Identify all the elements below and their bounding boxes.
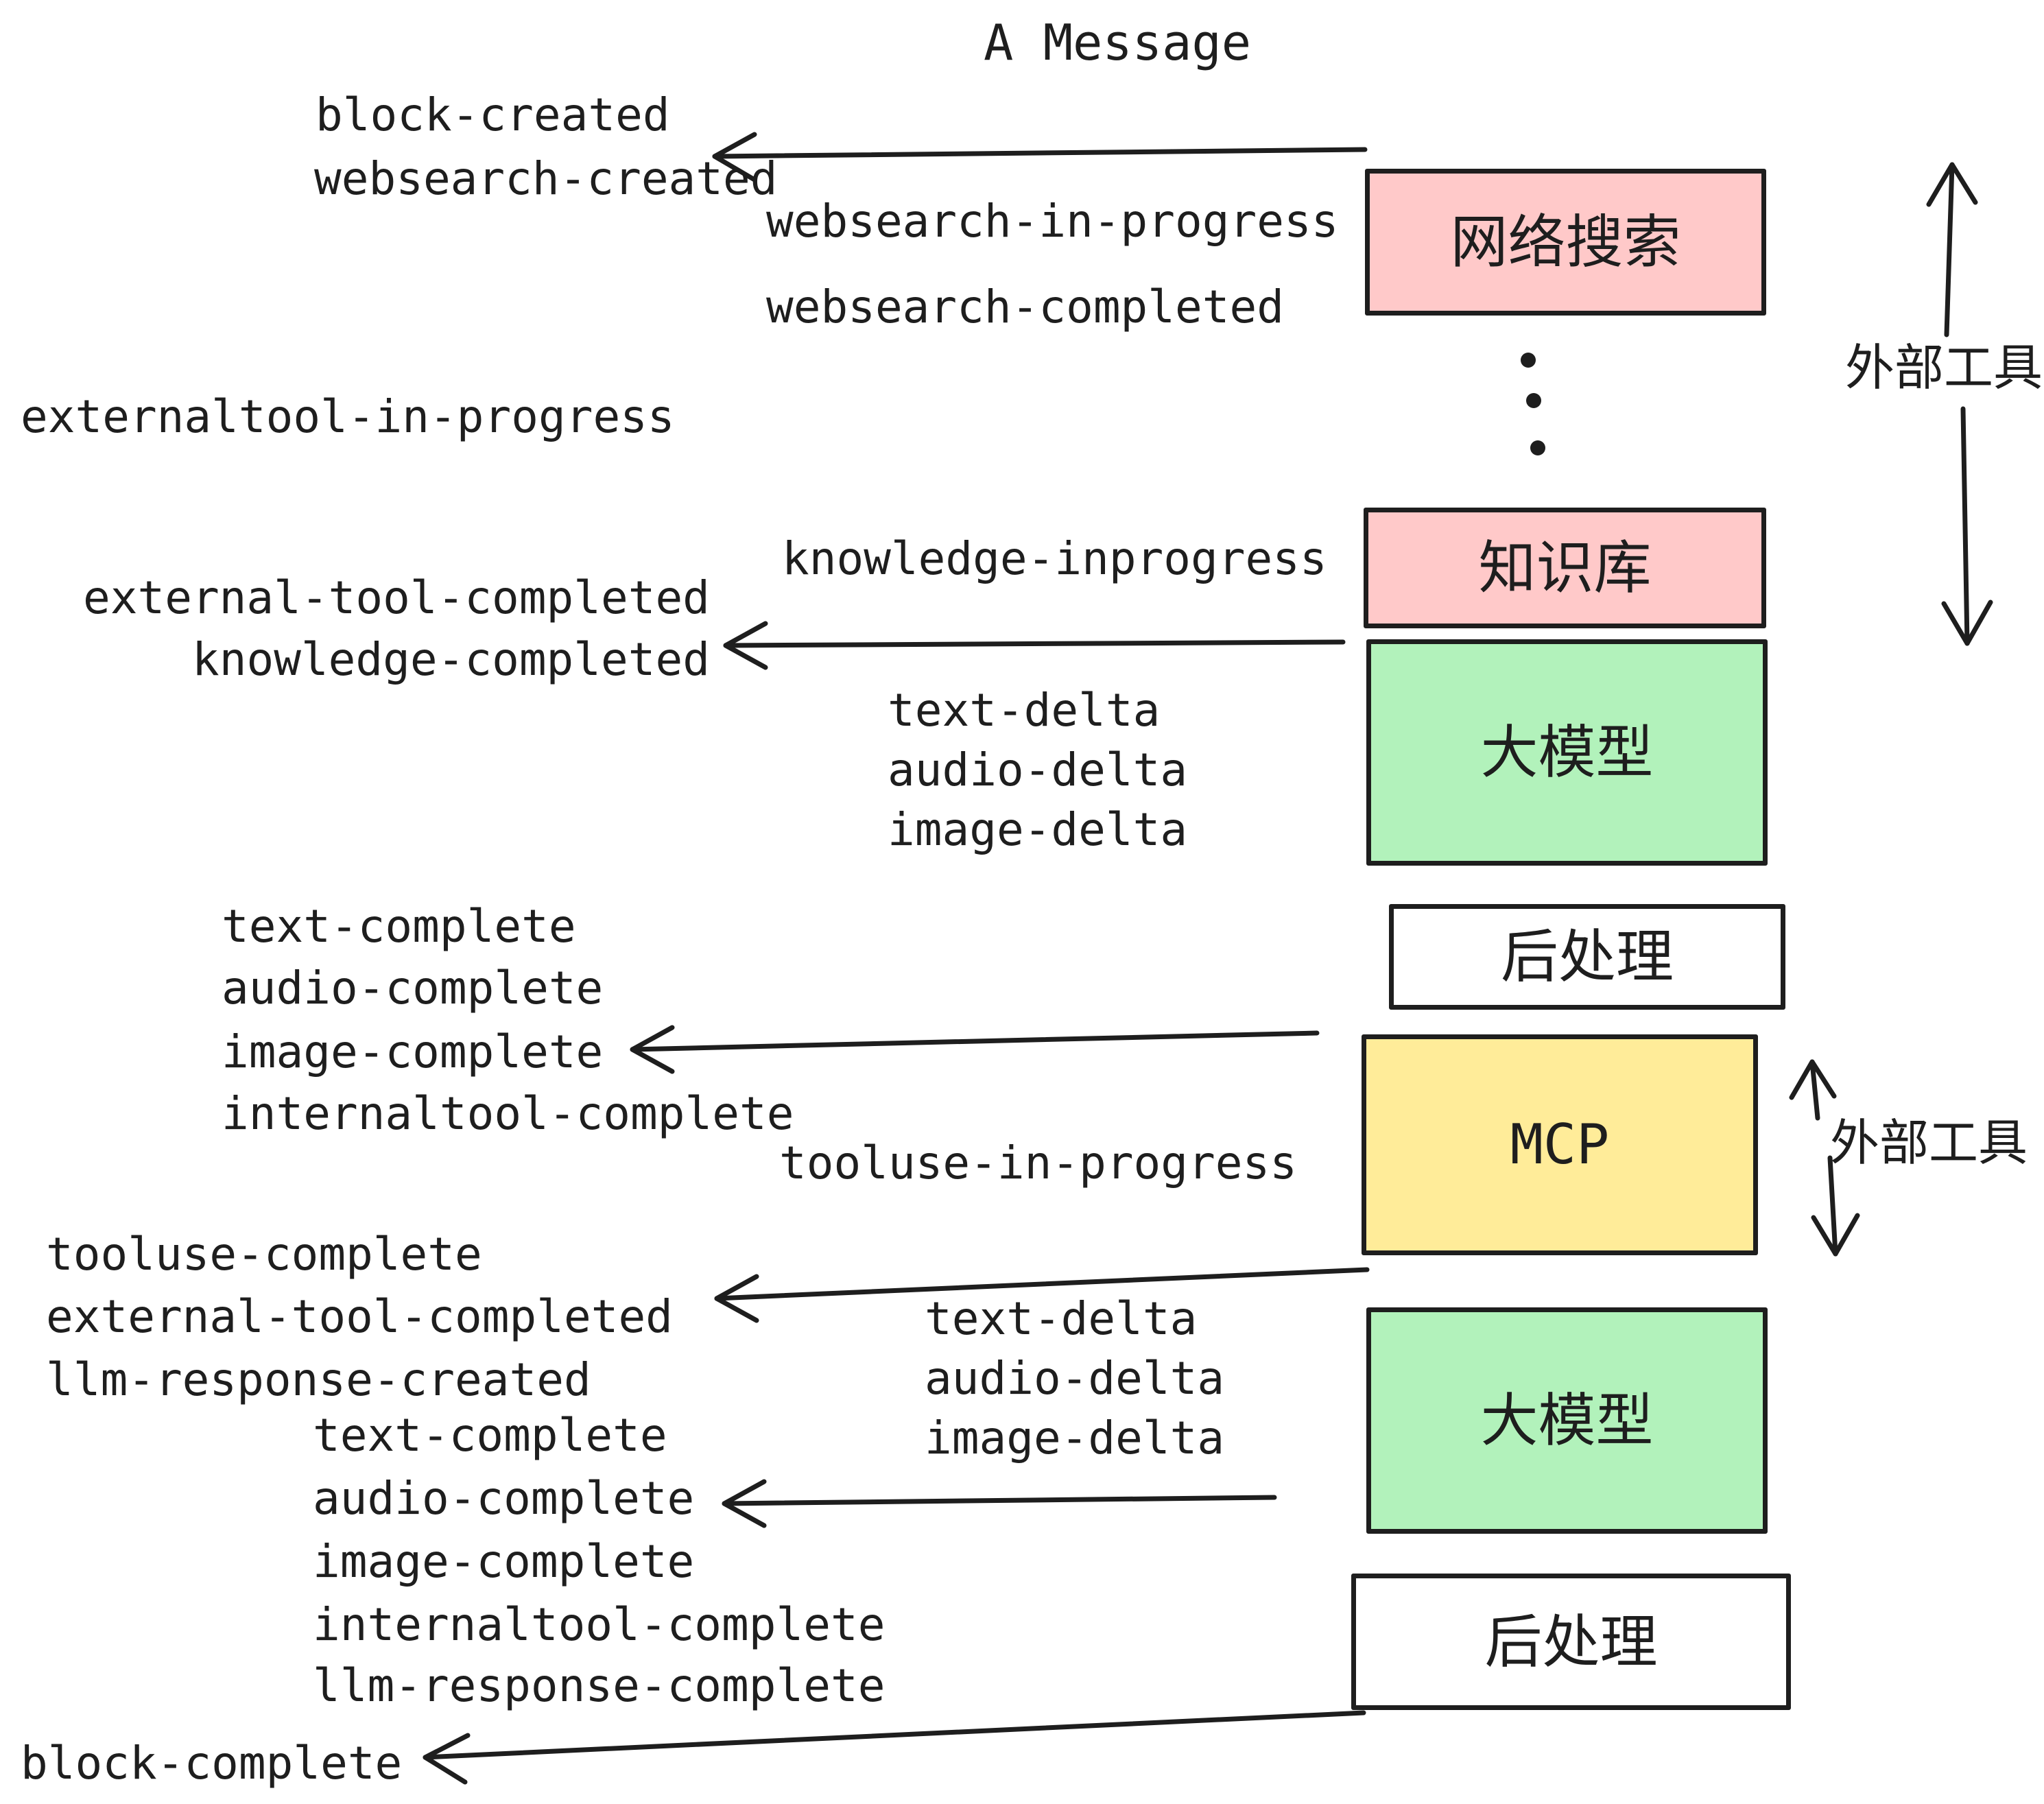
event-label-knowledge-inprogress: knowledge-inprogress (782, 532, 1327, 585)
arrow-to-image-complete (630, 1025, 1320, 1074)
event-label-text-delta-2: text-delta (925, 1292, 1198, 1345)
box-llm-1-label: 大模型 (1480, 719, 1654, 786)
event-label-knowledge-completed: knowledge-completed (192, 633, 710, 686)
side-label-external-tools-top: 外部工具 (1845, 339, 2043, 396)
event-label-external-tool-completed-2: external-tool-completed (46, 1290, 673, 1343)
event-label-externaltool-in-progress: externaltool-in-progress (21, 390, 675, 443)
box-llm-2: 大模型 (1366, 1307, 1768, 1534)
event-label-audio-complete-2: audio-complete (313, 1472, 695, 1525)
event-label-audio-delta-2: audio-delta (925, 1352, 1225, 1405)
box-knowledge: 知识库 (1364, 508, 1766, 628)
event-label-block-created: block-created (316, 88, 670, 141)
event-label-image-delta-2: image-delta (925, 1412, 1225, 1464)
box-postprocess-1: 后处理 (1389, 904, 1785, 1010)
box-mcp: MCP (1362, 1034, 1758, 1255)
event-label-image-complete-2: image-complete (313, 1535, 695, 1588)
box-llm-1: 大模型 (1366, 639, 1768, 866)
side-label-external-tools-mcp: 外部工具 (1830, 1114, 2028, 1172)
box-postprocess-1-label: 后处理 (1500, 923, 1674, 990)
arrow-to-block-complete (423, 1710, 1366, 1785)
box-mcp-label: MCP (1510, 1113, 1610, 1176)
event-label-internaltool-complete-2: internaltool-complete (313, 1598, 886, 1651)
event-label-llm-response-created: llm-response-created (46, 1353, 591, 1406)
event-label-websearch-created: websearch-created (314, 152, 778, 205)
box-postprocess-2-label: 后处理 (1484, 1608, 1658, 1676)
event-label-external-tool-completed: external-tool-completed (83, 571, 710, 624)
event-label-text-complete-1: text-complete (222, 900, 576, 953)
event-label-websearch-in-progress: websearch-in-progress (766, 195, 1339, 248)
box-websearch: 网络搜索 (1365, 169, 1766, 316)
external-tools-top-up-arrow (1926, 162, 1978, 337)
event-label-audio-delta-1: audio-delta (888, 744, 1188, 796)
arrow-to-audio-complete (722, 1479, 1277, 1528)
box-postprocess-2: 后处理 (1351, 1574, 1791, 1710)
event-label-tooluse-complete: tooluse-complete (46, 1228, 482, 1281)
external-tools-top-down-arrow (1941, 406, 1993, 646)
box-knowledge-label: 知识库 (1478, 534, 1652, 602)
event-label-text-delta-1: text-delta (888, 684, 1161, 737)
event-label-audio-complete-1: audio-complete (222, 962, 604, 1014)
event-label-websearch-completed: websearch-completed (766, 281, 1284, 333)
event-label-text-complete-2: text-complete (313, 1409, 667, 1462)
event-label-tooluse-in-progress: tooluse-in-progress (779, 1137, 1297, 1189)
external-tools-mcp-down-arrow (1811, 1155, 1860, 1257)
ellipsis-dots (1521, 353, 1545, 455)
event-label-image-delta-1: image-delta (888, 803, 1188, 856)
arrow-to-websearch-created (712, 132, 1368, 182)
event-label-block-complete: block-complete (21, 1737, 403, 1790)
external-tools-mcp-up-arrow (1789, 1059, 1837, 1121)
event-label-image-complete-1: image-complete (222, 1025, 604, 1078)
diagram-title: A Message (984, 14, 1252, 71)
event-label-llm-response-complete: llm-response-complete (313, 1659, 886, 1712)
box-llm-2-label: 大模型 (1480, 1387, 1654, 1454)
box-websearch-label: 网络搜索 (1450, 209, 1681, 276)
event-label-internaltool-complete-1: internaltool-complete (222, 1087, 794, 1140)
arrow-to-knowledge-completed (723, 621, 1346, 670)
